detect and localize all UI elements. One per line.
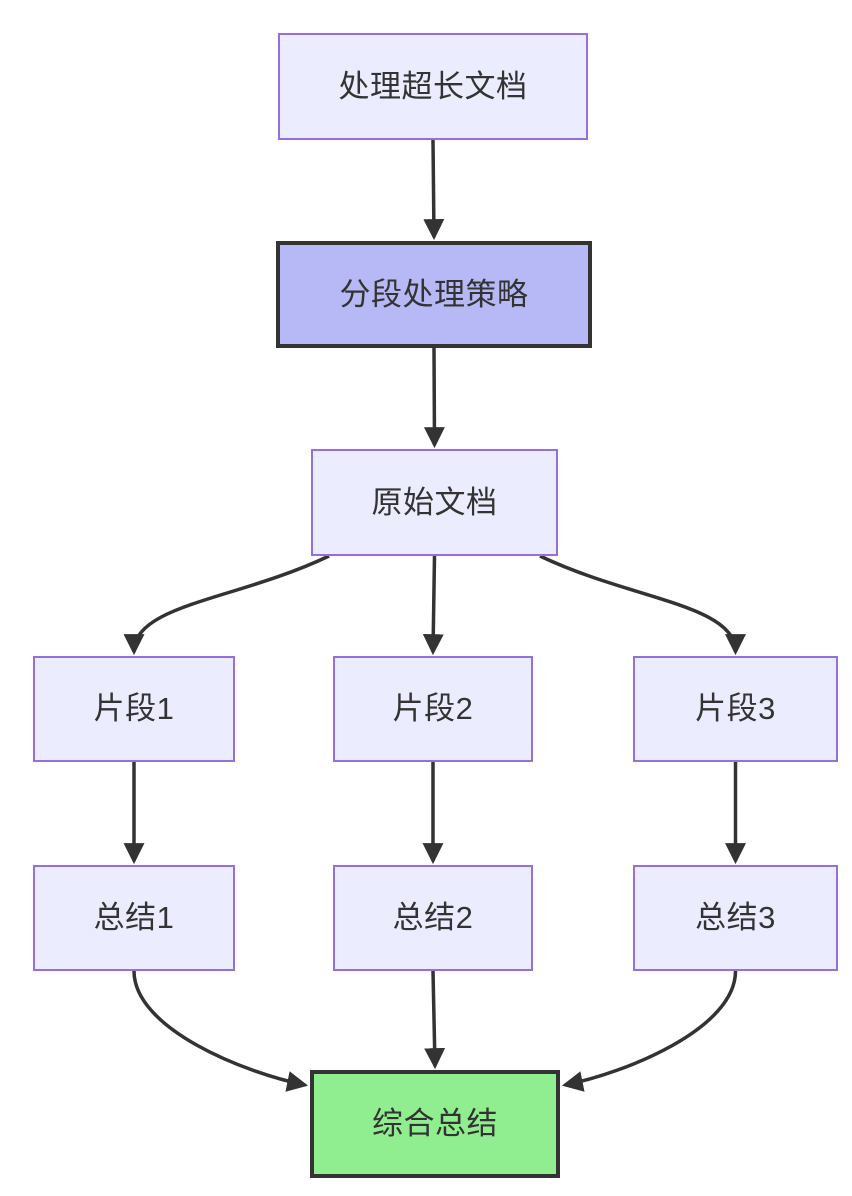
node-label: 分段处理策略 xyxy=(339,276,529,312)
edge-doc-seg2 xyxy=(422,555,444,656)
node-segment-1: 片段1 xyxy=(33,656,235,762)
node-segment-3: 片段3 xyxy=(633,656,838,762)
node-original-document: 原始文档 xyxy=(311,449,558,556)
edge-sum1-final xyxy=(132,970,309,1092)
node-label: 总结3 xyxy=(695,900,776,936)
node-label: 片段3 xyxy=(695,691,776,727)
node-segment-2: 片段2 xyxy=(333,656,533,762)
edge-strategy-doc xyxy=(423,347,445,449)
node-label: 原始文档 xyxy=(371,484,498,520)
edge-doc-seg3 xyxy=(539,554,746,656)
node-process-long-document: 处理超长文档 xyxy=(278,33,588,140)
node-label: 处理超长文档 xyxy=(338,68,528,104)
edge-start-strategy xyxy=(423,139,445,241)
edge-doc-seg1 xyxy=(123,554,330,656)
node-label: 总结2 xyxy=(392,900,474,936)
edge-sum2-final xyxy=(424,970,446,1070)
node-label: 综合总结 xyxy=(372,1106,498,1142)
node-segmentation-strategy: 分段处理策略 xyxy=(276,241,592,348)
node-label: 片段2 xyxy=(392,691,474,727)
node-summary-3: 总结3 xyxy=(633,865,838,971)
node-label: 片段1 xyxy=(93,691,175,727)
node-summary-1: 总结1 xyxy=(33,865,235,971)
node-final-summary: 综合总结 xyxy=(310,1070,560,1178)
node-label: 总结1 xyxy=(93,900,175,936)
edge-sum3-final xyxy=(561,970,738,1092)
node-summary-2: 总结2 xyxy=(333,865,533,971)
